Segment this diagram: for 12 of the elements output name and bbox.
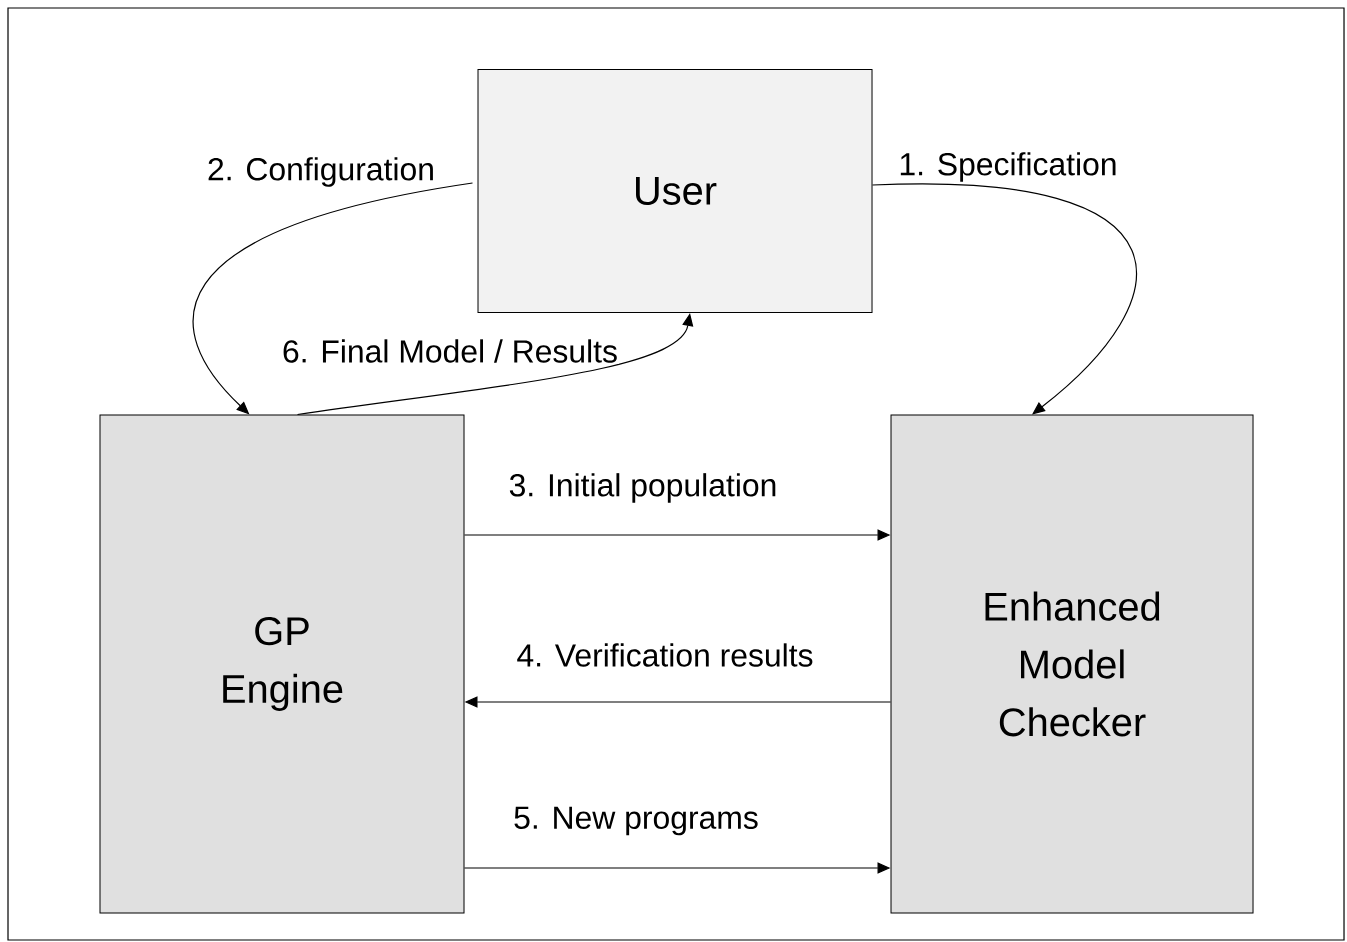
edge-label: 4. Verification results: [515, 642, 815, 668]
process-box: GP Engine: [99, 414, 465, 914]
arrow: [296, 313, 694, 416]
edge-label: 2. Configuration: [206, 156, 436, 188]
arrow: [192, 182, 474, 415]
edge-label: 5. New programs: [512, 805, 760, 837]
edge-label: 6. Final Model / Results: [280, 338, 620, 364]
arrow: [871, 183, 1138, 415]
edge-label: 3. Initial population: [507, 472, 779, 504]
process-box: User: [477, 69, 873, 313]
process-box: Enhanced Model Checker: [890, 414, 1254, 914]
edge-label: 1. Specification: [897, 151, 1119, 183]
